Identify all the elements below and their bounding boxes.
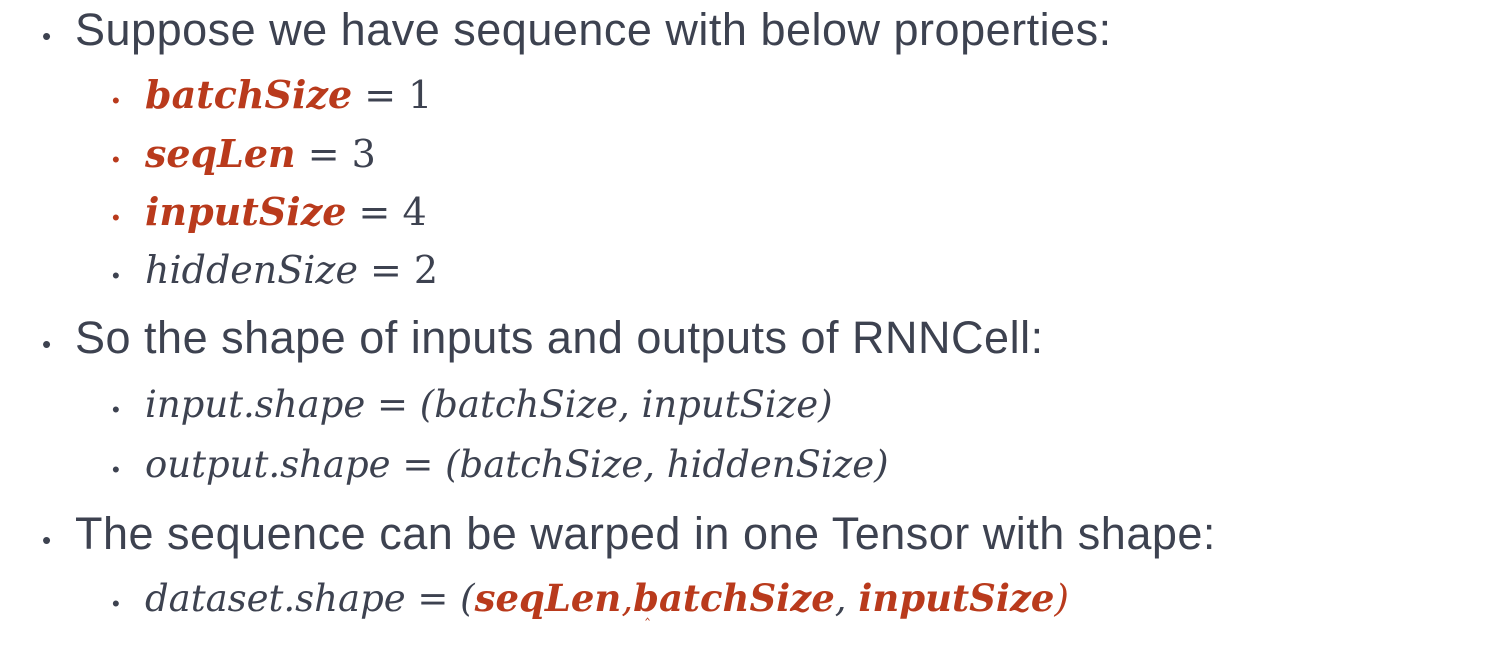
- bullet-dot-icon: •: [112, 88, 120, 113]
- var-inputsize: inputSize: [145, 189, 347, 234]
- value-batchsize: = 1: [352, 73, 433, 117]
- bullet-dot-icon: •: [112, 263, 120, 288]
- bullet-text: So the shape of inputs and outputs of RN…: [75, 312, 1044, 363]
- var-inputsize-arg: inputSize: [858, 576, 1055, 620]
- close-paren: ): [1054, 577, 1069, 620]
- bullet-dot-icon: •: [112, 205, 120, 230]
- var-seqlen-arg: seqLen: [474, 576, 622, 620]
- bullet-dot-icon: •: [42, 329, 52, 359]
- list-item-batchsize: • batchSize = 1: [112, 72, 432, 117]
- bullet-dot-icon: •: [112, 397, 120, 422]
- value-seqlen: = 3: [295, 132, 376, 176]
- bullet-dot-icon: •: [42, 21, 52, 51]
- value-inputsize: = 4: [346, 190, 427, 234]
- list-item-seqlen: • seqLen = 3: [112, 131, 376, 176]
- comma: ,: [621, 577, 634, 620]
- bullet-dot-icon: •: [112, 591, 120, 616]
- bullet-text: Suppose we have sequence with below prop…: [75, 4, 1112, 55]
- bullet-dot-icon: •: [42, 525, 52, 555]
- bullet-rnncell-shapes: • So the shape of inputs and outputs of …: [42, 312, 1044, 364]
- bullet-suppose-properties: • Suppose we have sequence with below pr…: [42, 4, 1112, 56]
- list-item-input-shape: • input.shape = (batchSize, inputSize): [112, 383, 833, 426]
- var-batchsize-arg: batchSize: [633, 576, 835, 620]
- list-item-hiddensize: • hiddenSize = 2: [112, 248, 438, 292]
- var-seqlen: seqLen: [145, 131, 296, 176]
- formula-dataset-prefix: dataset.shape = (: [145, 577, 475, 620]
- bullet-dot-icon: •: [112, 147, 120, 172]
- list-item-output-shape: • output.shape = (batchSize, hiddenSize): [112, 443, 889, 486]
- comma: ,: [834, 577, 859, 620]
- text-cursor-artifact: ‸: [645, 603, 651, 621]
- formula-output-shape: output.shape = (batchSize, hiddenSize): [145, 443, 889, 486]
- bullet-text: The sequence can be warped in one Tensor…: [75, 508, 1216, 559]
- formula-input-shape: input.shape = (batchSize, inputSize): [145, 383, 833, 426]
- bullet-dot-icon: •: [112, 457, 120, 482]
- list-item-inputsize: • inputSize = 4: [112, 189, 427, 234]
- var-hiddensize: hiddenSize: [145, 248, 358, 292]
- bullet-tensor-warp: • The sequence can be warped in one Tens…: [42, 508, 1216, 560]
- list-item-dataset-shape: • dataset.shape = (seqLen,batchSize, inp…: [112, 576, 1069, 620]
- var-batchsize: batchSize: [145, 72, 353, 117]
- value-hiddensize: = 2: [357, 248, 439, 292]
